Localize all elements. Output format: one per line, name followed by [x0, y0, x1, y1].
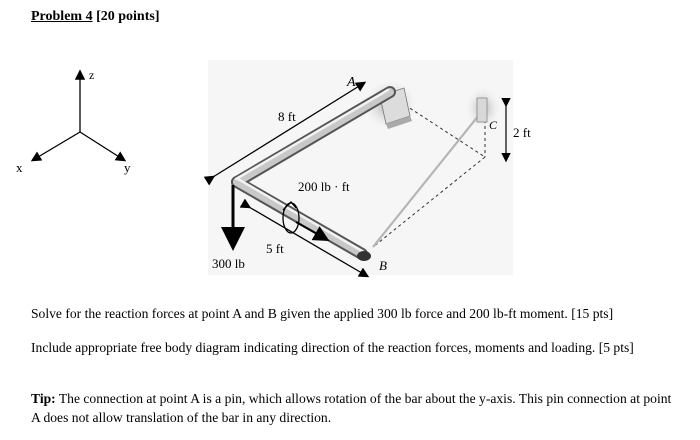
x-axis-label: x [16, 160, 23, 175]
z-axis-label: z [89, 68, 94, 82]
problem-number: Problem 4 [31, 9, 93, 24]
problem-heading: Problem 4 [20 points] [31, 9, 159, 25]
problem-figure: z x y 8 ft 5 ft [16, 60, 531, 278]
tip-text: The connection at point A is a pin, whic… [31, 391, 672, 425]
point-c-label: C [489, 118, 498, 132]
dimension-5ft: 5 ft [239, 198, 370, 278]
label-moment: 200 lb · ft [298, 179, 350, 194]
label-300lb: 300 lb [212, 256, 245, 271]
coordinate-axes: z x y [16, 68, 131, 175]
moment-200lbft: 200 lb · ft [282, 179, 350, 241]
problem-points: [20 points] [96, 9, 160, 24]
tip-paragraph: Tip: The connection at point A is a pin,… [31, 389, 681, 427]
dimension-2ft: 2 ft [501, 97, 531, 163]
y-axis-label: y [124, 160, 131, 175]
tip-label: Tip: [31, 391, 56, 406]
support-c [476, 97, 488, 123]
dimension-8ft: 8 ft [203, 81, 367, 186]
force-300lb: 300 lb [212, 185, 245, 271]
label-2ft: 2 ft [513, 125, 531, 140]
instruction-1: Solve for the reaction forces at point A… [31, 306, 614, 321]
instruction-2: Include appropriate free body diagram in… [31, 340, 634, 355]
label-8ft: 8 ft [278, 109, 296, 124]
cable-bc [372, 109, 484, 248]
point-a-label: A [346, 75, 356, 90]
point-b-label: B [379, 258, 387, 273]
label-5ft: 5 ft [266, 241, 284, 256]
